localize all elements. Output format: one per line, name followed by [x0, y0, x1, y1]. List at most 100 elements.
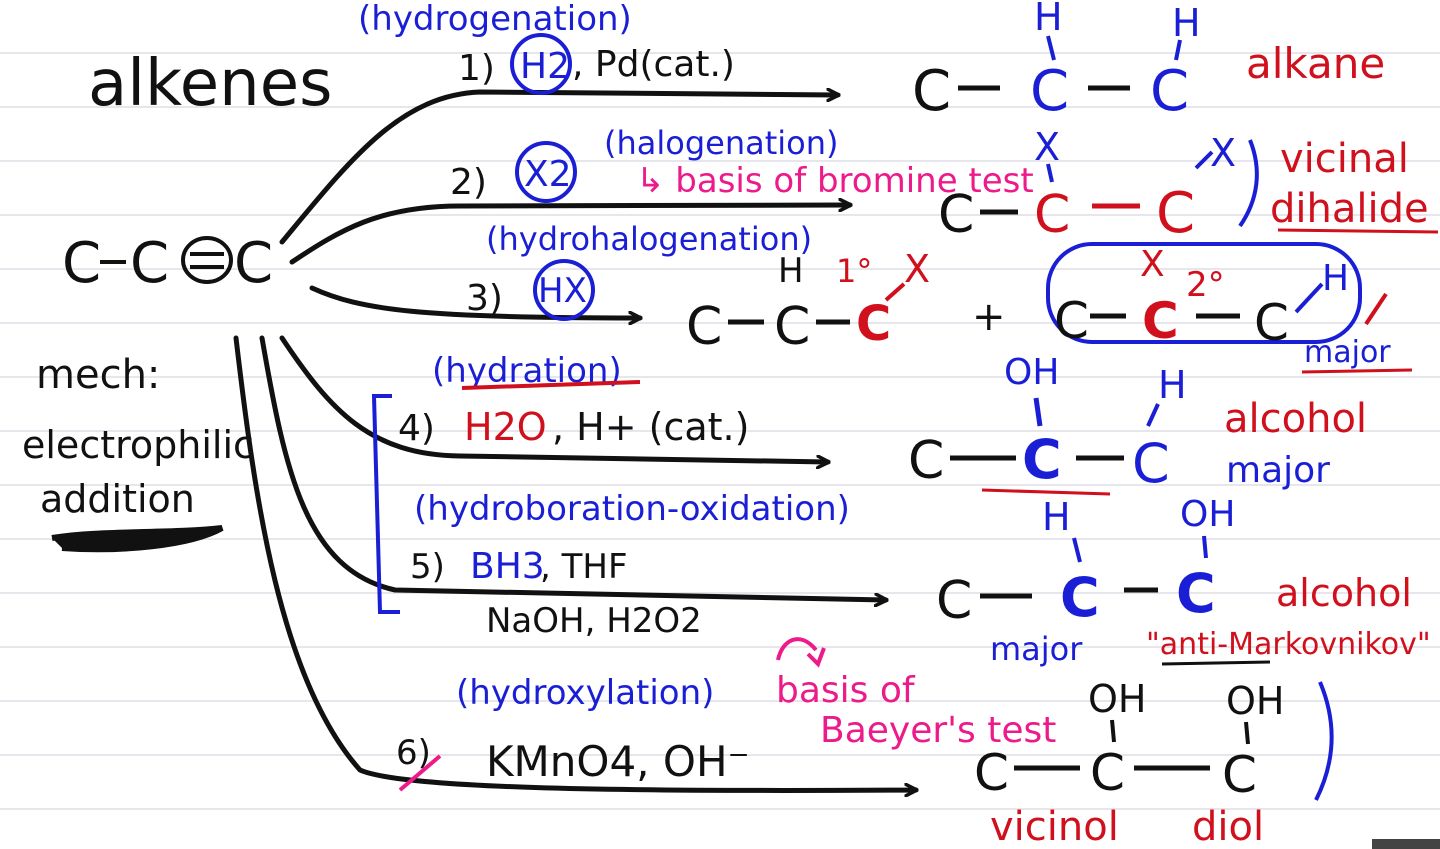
underline — [1161, 660, 1271, 666]
mechanism-note: mech: electrophilic addition — [22, 352, 254, 553]
product-4-c1: C — [908, 431, 944, 491]
product-3a-h: H — [778, 251, 804, 291]
reagent-circle — [510, 33, 572, 95]
underline — [1277, 228, 1439, 234]
arrow-6 — [233, 335, 919, 790]
product-1-h2: H — [1034, 0, 1063, 39]
bracket — [1314, 681, 1334, 801]
product-2-c1: C — [938, 185, 974, 245]
reaction-2: (halogenation) 2) X2 ↳ basis of bromine … — [450, 124, 1439, 246]
product-4-oh: OH — [1004, 352, 1059, 393]
reaction-6: (hydroxylation) 6) KMnO4, OH⁻ basis of B… — [396, 637, 1334, 849]
reaction-3: (hydrohalogenation) 3) HX C C C H 1° X +… — [466, 220, 1413, 374]
alkene-carbon-middle: C — [130, 231, 169, 296]
reaction-5-conditions1: , THF — [540, 547, 628, 587]
reaction-2-number: 2) — [450, 162, 487, 203]
pink-strike — [398, 754, 442, 792]
product-4-c2: C — [1022, 428, 1062, 491]
bond — [1033, 397, 1043, 427]
product-5-c3: C — [1176, 562, 1216, 625]
bracket — [1238, 139, 1259, 228]
plus-sign: + — [972, 294, 1006, 340]
product-3a-c2: C — [774, 297, 810, 357]
product-1-c3: C — [1150, 59, 1189, 124]
mech-type-line1: electrophilic — [22, 423, 254, 467]
reaction-2-reagent: X2 — [524, 154, 572, 195]
reaction-1-number: 1) — [458, 48, 495, 89]
reaction-6-reagent: KMnO4, OH⁻ — [486, 737, 750, 786]
reaction-1-conditions: , Pd(cat.) — [572, 44, 735, 85]
reaction-4-conditions: , H+ (cat.) — [552, 405, 749, 449]
product-2-x3: X — [1210, 131, 1236, 175]
bond — [884, 282, 906, 302]
reaction-1-reagent: H2 — [520, 46, 570, 87]
alkene-carbon-right: C — [234, 231, 273, 296]
reaction-4: (hydration) 4) H2O , H+ (cat.) C C C OH … — [371, 351, 1367, 614]
arrow-1 — [279, 92, 841, 245]
reagent-circle — [515, 141, 577, 203]
reaction-4-number: 4) — [398, 408, 435, 449]
arrow-2 — [289, 205, 853, 265]
product-3b-c2: C — [1142, 292, 1179, 350]
reaction-5: (hydroboration-oxidation) 5) BH3 , THF N… — [410, 489, 1431, 668]
grouping-bracket — [371, 394, 400, 614]
product-3b-degree: 2° — [1186, 265, 1225, 305]
product-3b-c1: C — [1054, 292, 1089, 350]
bond — [1202, 535, 1208, 559]
arrow-4 — [279, 335, 831, 462]
product-5-label2: "anti-Markovnikov" — [1146, 627, 1431, 662]
product-6-c2: C — [1090, 744, 1125, 802]
product-6-label2: diol — [1192, 804, 1264, 849]
reaction-1: (hydrogenation) 1) H2 , Pd(cat.) C C C H… — [358, 0, 1385, 124]
product-5-h: H — [1042, 495, 1071, 539]
product-3b-c3: C — [1254, 294, 1289, 352]
reaction-2-name: (halogenation) — [604, 124, 839, 162]
product-5-oh: OH — [1180, 494, 1235, 535]
reaction-3-reagent: HX — [538, 271, 587, 311]
red-tick — [1364, 292, 1388, 326]
starting-alkene: C C C — [62, 231, 273, 296]
product-6-oh2: OH — [1088, 677, 1146, 721]
product-5-c1: C — [936, 571, 972, 631]
bond — [1072, 537, 1082, 563]
pink-hook-arrow — [776, 637, 818, 661]
product-3a-c3: C — [856, 296, 891, 352]
product-1-c1: C — [912, 59, 951, 124]
reaction-1-name: (hydrogenation) — [358, 0, 632, 39]
bond — [1294, 282, 1324, 314]
reaction-5-reagent2: NaOH, H2O2 — [486, 601, 702, 641]
product-3a-c1: C — [686, 297, 722, 357]
corner-overlay — [1372, 839, 1440, 849]
bond — [1244, 721, 1250, 745]
product-6-label1: vicinol — [990, 804, 1119, 849]
product-1-label: alkane — [1246, 39, 1385, 88]
reaction-5-name: (hydroboration-oxidation) — [414, 489, 850, 529]
reaction-5-number: 5) — [410, 547, 445, 587]
bond — [1110, 719, 1116, 743]
reaction-5-reagent1: BH3 — [470, 546, 545, 587]
product-2-label2: dihalide — [1270, 186, 1429, 232]
mech-label: mech: — [36, 352, 160, 398]
product-4-label1: alcohol — [1224, 396, 1367, 442]
product-2-x2: X — [1034, 125, 1060, 169]
bond — [1046, 35, 1056, 61]
underline-scribble — [51, 525, 224, 553]
product-5-label1: alcohol — [1276, 571, 1412, 615]
bond — [1194, 150, 1214, 170]
reaction-6-name: (hydroxylation) — [456, 673, 714, 713]
product-6-oh3: OH — [1226, 679, 1284, 723]
underline — [461, 380, 641, 390]
product-4-c3: C — [1132, 432, 1170, 495]
product-3b-h: H — [1322, 258, 1349, 299]
reaction-6-note1: basis of — [776, 670, 916, 711]
product-2-c2: C — [1034, 185, 1070, 245]
title-alkenes: alkenes — [88, 47, 332, 121]
reaction-arrows — [233, 92, 919, 790]
product-3-label: major — [1304, 335, 1391, 370]
arrow-5 — [259, 335, 889, 600]
mech-type-line2: addition — [40, 477, 195, 521]
reaction-3-number: 3) — [466, 278, 503, 319]
product-3b-x: X — [1140, 244, 1165, 285]
reagent-circle — [533, 259, 595, 321]
